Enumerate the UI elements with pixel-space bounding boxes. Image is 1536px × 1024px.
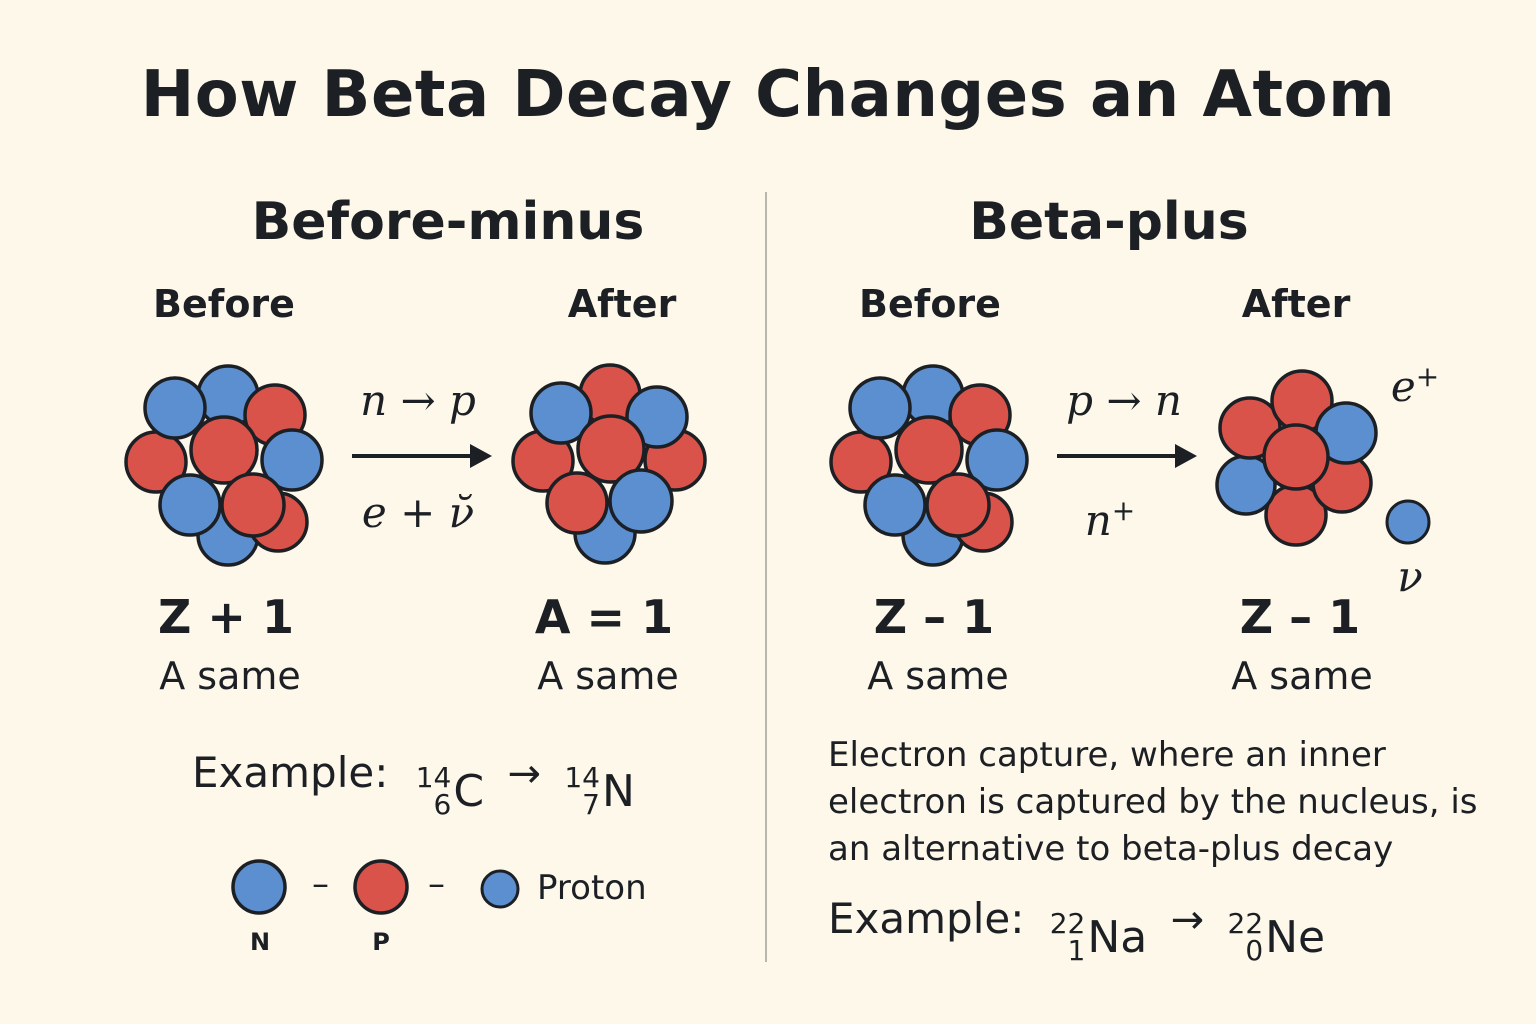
element-symbol: C bbox=[453, 766, 485, 818]
right-arrow-top-text: p → n bbox=[1066, 376, 1182, 425]
element-symbol: Ne bbox=[1265, 912, 1326, 964]
left-after-z: A = 1 bbox=[534, 590, 674, 644]
n-symbol: n bbox=[1084, 496, 1112, 545]
nucleons bbox=[124, 364, 324, 567]
atomic-number: 7 bbox=[582, 787, 600, 821]
section-divider bbox=[765, 192, 767, 962]
plus-superscript: + bbox=[1415, 360, 1440, 393]
example-label: Example: bbox=[192, 748, 389, 797]
example-arrow: → bbox=[507, 751, 541, 797]
element-symbol: Na bbox=[1087, 912, 1148, 964]
right-before-a: A same bbox=[867, 654, 1009, 698]
legend-small-dot bbox=[480, 869, 520, 909]
atomic-number: 1 bbox=[1067, 933, 1086, 967]
beta-plus-heading: Beta-plus bbox=[969, 192, 1249, 252]
legend-proton-dot bbox=[353, 859, 409, 915]
atomic-number: 6 bbox=[433, 787, 452, 821]
right-reaction-arrow bbox=[1057, 444, 1197, 468]
legend-dash-1: – bbox=[312, 864, 329, 904]
left-before-a: A same bbox=[159, 654, 301, 698]
emitted-neutrino-label: ν bbox=[1397, 552, 1423, 601]
legend-graphic bbox=[231, 859, 520, 915]
legend-dash-2: – bbox=[428, 864, 445, 904]
left-reaction-arrow bbox=[352, 444, 492, 468]
nucleons bbox=[829, 364, 1029, 567]
mass-number: 22 bbox=[1049, 907, 1086, 940]
legend-n-label: N bbox=[249, 928, 271, 956]
emitted-neutrino-dot bbox=[1385, 499, 1431, 545]
right-before-nucleus bbox=[829, 364, 1029, 567]
right-before-z: Z – 1 bbox=[873, 590, 995, 644]
legend-p-label: P bbox=[372, 928, 390, 956]
right-after-nucleus bbox=[1215, 369, 1378, 547]
left-before-nucleus bbox=[124, 364, 324, 567]
mass-number: 14 bbox=[564, 761, 600, 794]
mass-number: 14 bbox=[415, 761, 452, 794]
nucleons bbox=[1215, 369, 1378, 547]
left-arrow-bottom-text: e + ν̆ bbox=[361, 488, 475, 537]
left-before-label: Before bbox=[153, 282, 295, 326]
right-after-label: After bbox=[1241, 282, 1351, 326]
right-after-z: Z – 1 bbox=[1239, 590, 1361, 644]
left-after-nucleus bbox=[511, 363, 707, 565]
left-before-z: Z + 1 bbox=[158, 590, 294, 644]
left-after-label: After bbox=[567, 282, 677, 326]
right-after-a: A same bbox=[1231, 654, 1373, 698]
page-title: How Beta Decay Changes an Atom bbox=[140, 58, 1396, 132]
right-before-label: Before bbox=[859, 282, 1001, 326]
legend-neutron-dot bbox=[231, 859, 287, 915]
right-arrow-bottom-text: n+ bbox=[1010, 494, 1210, 545]
element-symbol: N bbox=[601, 766, 635, 818]
example-label: Example: bbox=[828, 894, 1025, 943]
emitted-positron-label: e+ bbox=[1370, 360, 1460, 411]
left-after-a: A same bbox=[537, 654, 679, 698]
plus-superscript: + bbox=[1111, 494, 1136, 527]
legend-proton-text: Proton bbox=[537, 868, 647, 908]
e-symbol: e bbox=[1390, 362, 1416, 411]
mass-number: 22 bbox=[1227, 907, 1264, 940]
atomic-number: 0 bbox=[1245, 933, 1264, 967]
electron-capture-note: Electron capture, where an inner electro… bbox=[828, 735, 1478, 869]
beta-minus-heading: Before-minus bbox=[251, 192, 645, 252]
example-arrow: → bbox=[1170, 897, 1205, 943]
nucleons bbox=[511, 363, 707, 565]
left-arrow-top-text: n → p bbox=[360, 376, 476, 425]
